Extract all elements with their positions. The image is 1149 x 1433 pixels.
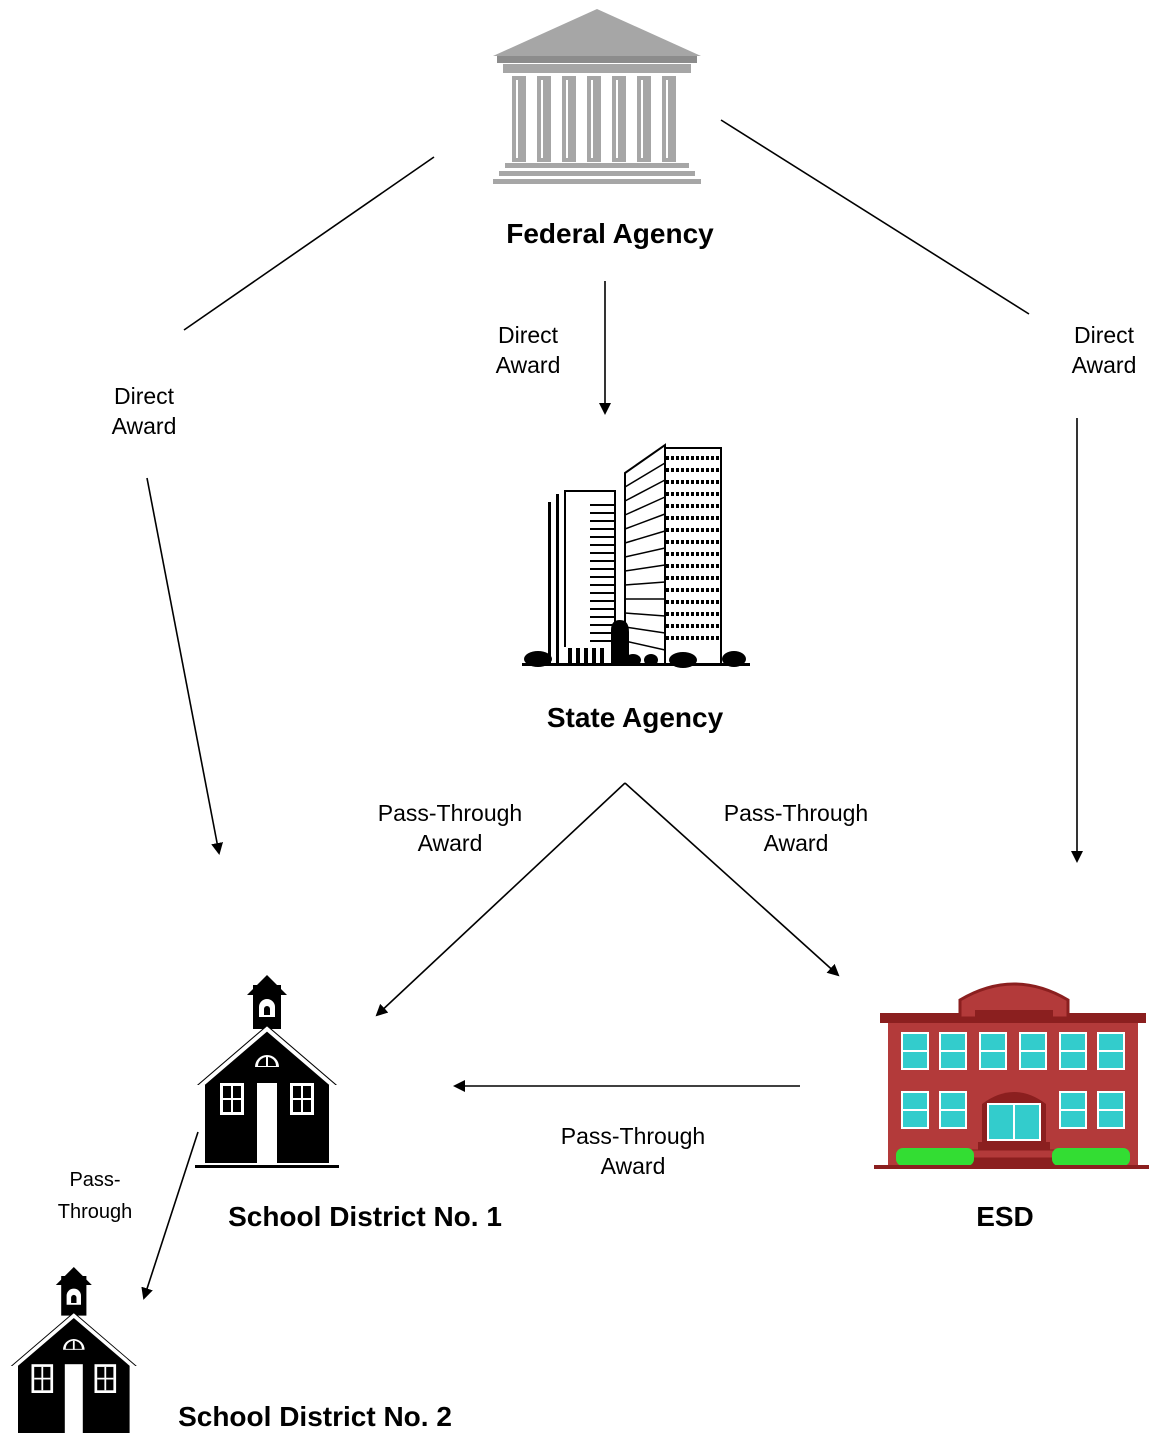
edge-label-line: Award bbox=[495, 352, 561, 378]
edge-label-pass-through-district2: Pass- Through bbox=[40, 1164, 150, 1228]
edge-label-line: Direct bbox=[113, 383, 175, 409]
edge-label-line: Pass- bbox=[69, 1169, 121, 1191]
schoolhouse-icon bbox=[193, 973, 341, 1170]
edge-label-line: Pass-Through bbox=[723, 800, 869, 826]
node-label-state-agency: State Agency bbox=[546, 702, 724, 733]
edge-label-direct-award-left: Direct Award bbox=[92, 381, 196, 441]
edge-label-line: Award bbox=[763, 830, 829, 856]
edge-label-line: Pass-Through bbox=[377, 800, 523, 826]
node-label-federal-agency: Federal Agency bbox=[506, 218, 714, 249]
arrow-pass-through-district1 bbox=[375, 782, 626, 1017]
edge-label-pass-through-esd-district1: Pass-Through Award bbox=[533, 1121, 733, 1181]
office-tower-icon bbox=[522, 443, 750, 668]
federal-building-icon bbox=[493, 9, 701, 184]
arrow-district1-to-district2 bbox=[141, 1131, 199, 1300]
edge-label-line: Direct bbox=[497, 322, 559, 348]
edge-label-line: Award bbox=[111, 413, 177, 439]
edge-label-pass-through-state-district1: Pass-Through Award bbox=[350, 798, 550, 858]
arrow-pass-through-esd bbox=[624, 782, 840, 977]
edge-label-line: Through bbox=[57, 1201, 133, 1223]
edge-label-pass-through-state-esd: Pass-Through Award bbox=[696, 798, 896, 858]
connectors bbox=[141, 119, 1083, 1300]
schoolhouse-icon bbox=[7, 1265, 141, 1433]
edge-label-line: Direct bbox=[1073, 322, 1135, 348]
edge-label-line: Pass-Through bbox=[560, 1123, 706, 1149]
connector-federal-right bbox=[720, 119, 1030, 315]
node-label-school-district-1: School District No. 1 bbox=[228, 1201, 502, 1232]
edge-label-line: Award bbox=[600, 1153, 666, 1179]
connector-federal-left bbox=[183, 156, 435, 331]
node-label-esd: ESD bbox=[976, 1201, 1034, 1232]
node-label-school-district-2: School District No. 2 bbox=[178, 1401, 452, 1432]
brick-school-icon bbox=[874, 982, 1149, 1169]
edge-label-line: Award bbox=[1071, 352, 1137, 378]
edge-label-direct-award-center: Direct Award bbox=[476, 320, 580, 380]
arrow-direct-award-district1 bbox=[146, 477, 224, 855]
edge-label-direct-award-right: Direct Award bbox=[1052, 320, 1149, 380]
edge-label-line: Award bbox=[417, 830, 483, 856]
